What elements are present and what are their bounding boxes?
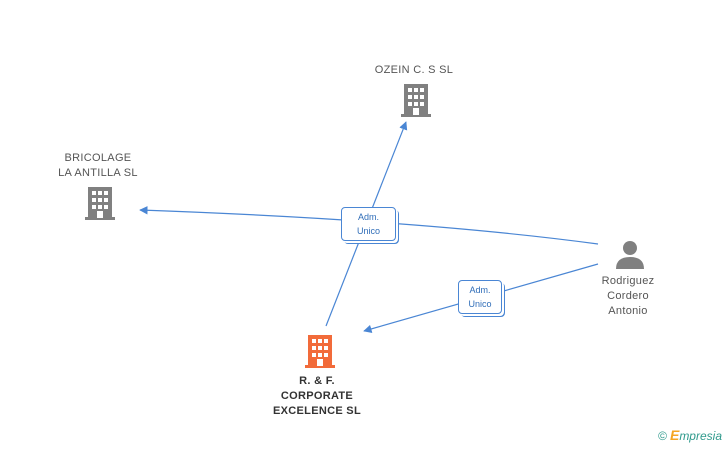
node-label-bricolage[interactable]: BRICOLAGE LA ANTILLA SL — [58, 152, 138, 179]
brand-initial: E — [669, 427, 680, 443]
building-icon-bricolage[interactable] — [85, 187, 115, 220]
copyright-icon: © — [658, 429, 667, 443]
person-icon-rodriguez[interactable] — [616, 241, 644, 269]
building-icon-rf[interactable] — [305, 335, 335, 368]
empresia-logo: ©Empresia — [658, 427, 722, 443]
edge-label-adm-unico-center[interactable]: Adm. Unico — [341, 207, 396, 241]
building-icon-ozein[interactable] — [401, 84, 431, 117]
node-label-ozein[interactable]: OZEIN C. S SL — [374, 64, 454, 76]
node-label-rodriguez[interactable]: Rodriguez Cordero Antonio — [601, 275, 655, 317]
edge-label-adm-unico-right[interactable]: Adm. Unico — [458, 280, 502, 314]
node-label-rf[interactable]: R. & F. CORPORATE EXCELENCE SL — [273, 375, 361, 417]
brand-name: mpresia — [679, 429, 722, 443]
